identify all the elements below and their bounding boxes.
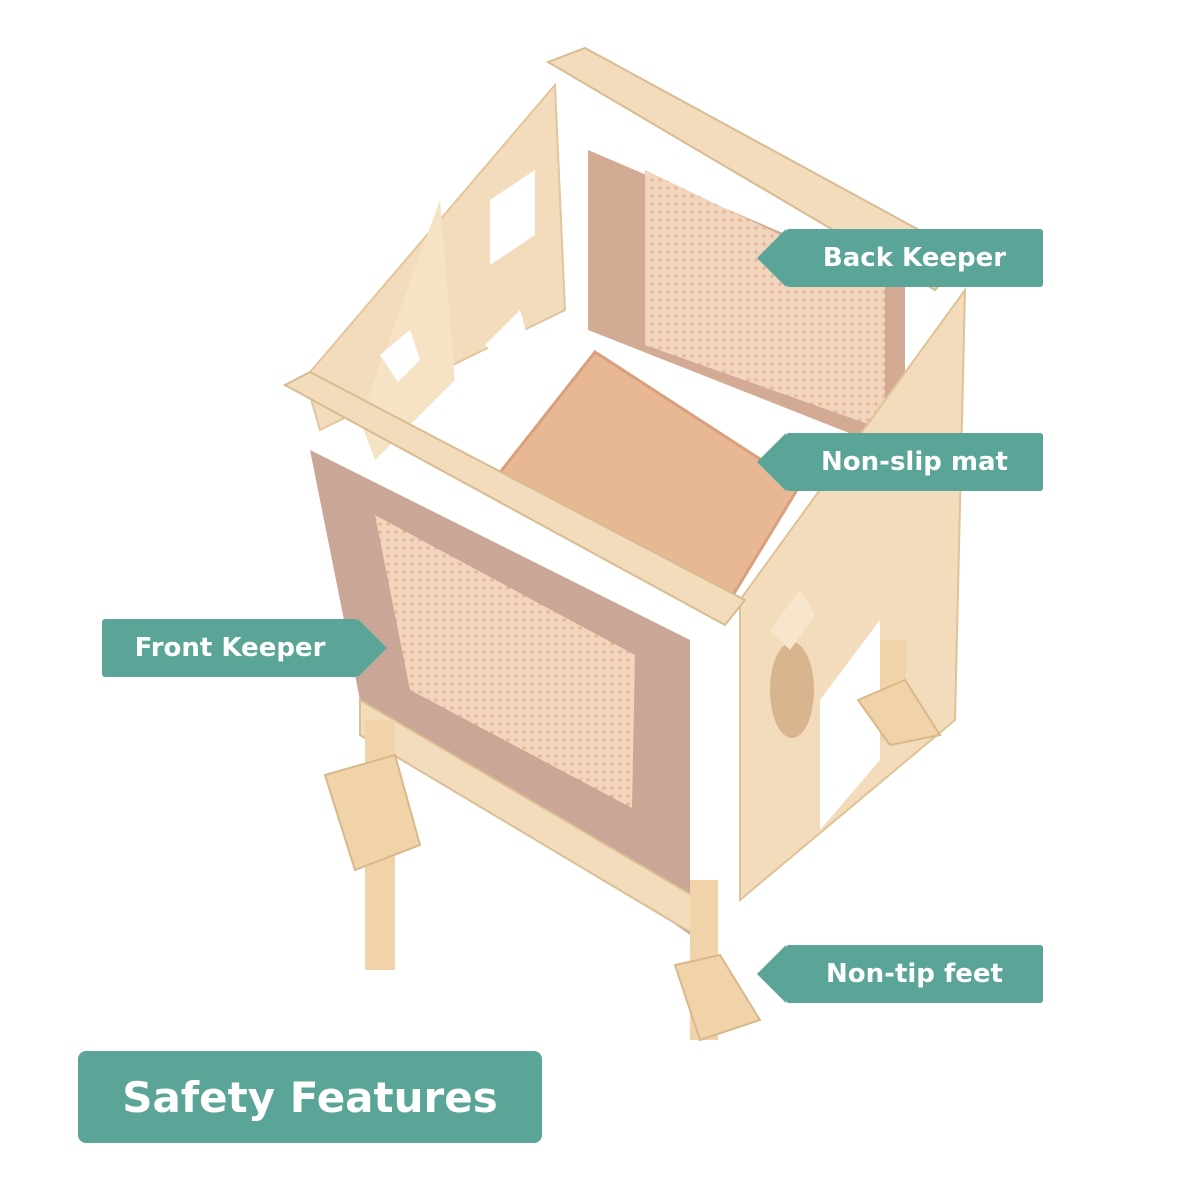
back-keeper-mesh [645,170,885,430]
round-cutout [770,642,814,738]
callout-label: Back Keeper [822,243,1007,273]
callout-front-keeper: Front Keeper [102,619,387,677]
square-cutout [490,170,535,265]
foot [323,753,422,872]
safety-features-title: Safety Features [78,1051,542,1143]
star-cutout [485,310,530,365]
star-cutout [770,590,815,650]
top-rail-front [282,370,747,627]
callout-pointer [757,945,786,1003]
front-keeper-mesh [375,515,635,808]
callout-non-slip-mat: Non-slip mat [757,433,1043,491]
callout-label: Front Keeper [134,633,326,663]
callout-pointer [757,433,786,491]
callout-pointer [358,619,387,677]
callout-label: Non-slip mat [821,447,1008,477]
title-text: Safety Features [122,1072,498,1122]
callout-label: Non-tip feet [826,959,1003,989]
callout-back-keeper: Back Keeper [757,229,1043,287]
callout-non-tip-feet: Non-tip feet [757,945,1043,1003]
foot [673,953,762,1042]
star-cutout [380,330,420,382]
callout-pointer [757,229,786,287]
foot [856,678,942,747]
